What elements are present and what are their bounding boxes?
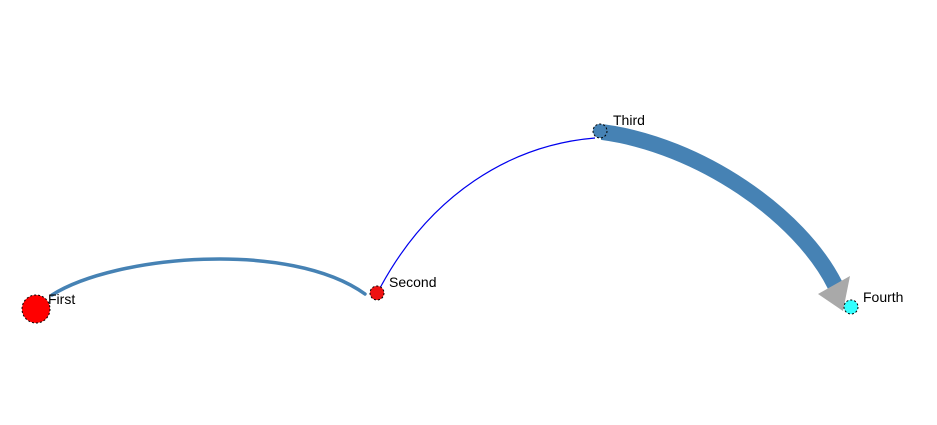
- node-first[interactable]: First: [21, 291, 75, 324]
- edge-first-second[interactable]: [50, 257, 367, 297]
- node-fourth-label: Fourth: [863, 289, 903, 305]
- node-second-circle[interactable]: [369, 285, 385, 301]
- edges: [50, 124, 850, 311]
- edge-third-fourth[interactable]: [600, 124, 843, 289]
- node-second-label: Second: [389, 274, 436, 290]
- node-third[interactable]: Third: [592, 112, 645, 139]
- node-fourth[interactable]: Fourth: [843, 289, 903, 315]
- node-third-circle[interactable]: [592, 123, 608, 139]
- nodes: First Second Third Fourth: [21, 112, 903, 324]
- node-first-circle[interactable]: [21, 294, 51, 324]
- arrowhead-fourth: [818, 276, 850, 311]
- node-first-label: First: [48, 291, 75, 307]
- node-third-label: Third: [613, 112, 645, 128]
- edge-second-third[interactable]: [379, 137, 596, 289]
- node-second[interactable]: Second: [369, 274, 436, 301]
- node-fourth-circle[interactable]: [843, 299, 859, 315]
